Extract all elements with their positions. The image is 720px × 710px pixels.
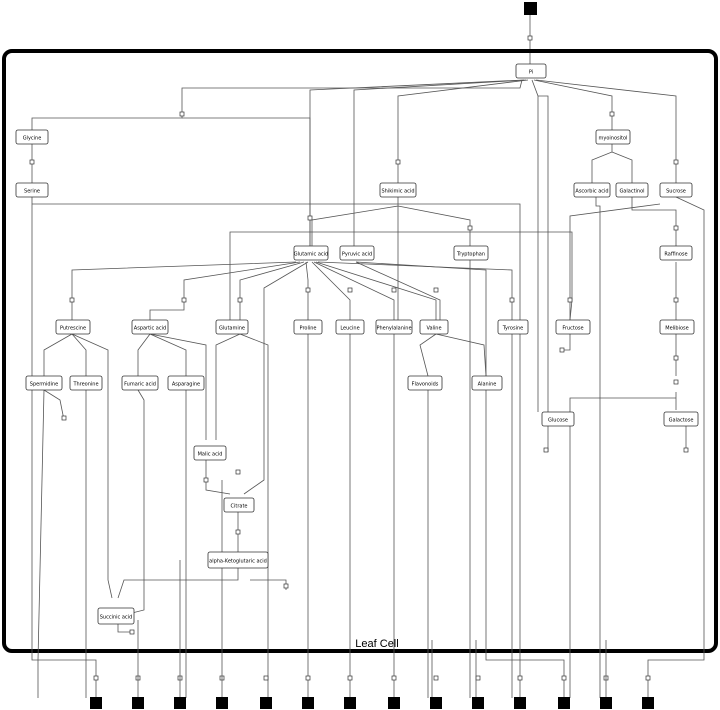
- svg-text:Flavonoids: Flavonoids: [412, 382, 439, 388]
- svg-text:Glutamic acid: Glutamic acid: [294, 252, 328, 258]
- node-pi[interactable]: Pi: [515, 63, 547, 79]
- node-malic-acid[interactable]: Malic acid: [193, 445, 227, 461]
- node-alpha-ketoglutaric-acid[interactable]: alpha-Ketoglutaric acid: [207, 551, 269, 569]
- node-tyrosine[interactable]: Tyrosine: [497, 319, 529, 335]
- svg-text:Pyruvic acid: Pyruvic acid: [342, 252, 372, 258]
- node-spermidine[interactable]: Spermidine: [25, 375, 63, 391]
- svg-text:Valine: Valine: [426, 326, 441, 332]
- node-proline[interactable]: Proline: [293, 319, 323, 335]
- node-raffinose[interactable]: Raffinose: [659, 245, 693, 261]
- svg-text:Fructose: Fructose: [562, 326, 583, 332]
- svg-text:Pi: Pi: [529, 70, 533, 76]
- node-myoinositol[interactable]: myoinositol: [595, 129, 631, 145]
- node-citrate[interactable]: Citrate: [223, 497, 255, 513]
- node-asparagine[interactable]: Asparagine: [167, 375, 205, 391]
- reaction-marker: [527, 35, 533, 41]
- svg-text:Glutamine: Glutamine: [219, 326, 245, 332]
- node-valine[interactable]: Valine: [419, 319, 449, 335]
- input-port: [524, 2, 537, 15]
- node-galactose[interactable]: Galactose: [663, 411, 699, 427]
- compartment-label: Leaf Cell: [355, 638, 398, 650]
- node-glutamic-acid[interactable]: Glutamic acid: [293, 245, 329, 261]
- svg-text:Proline: Proline: [300, 326, 317, 332]
- svg-text:Spermidine: Spermidine: [30, 382, 58, 388]
- export-edges: [137, 480, 607, 698]
- svg-text:Alanine: Alanine: [478, 382, 497, 388]
- node-threonine[interactable]: Threonine: [69, 375, 103, 391]
- node-serine[interactable]: Serine: [15, 182, 49, 198]
- svg-text:Raffinose: Raffinose: [664, 252, 687, 258]
- node-pyruvic-acid[interactable]: Pyruvic acid: [339, 245, 375, 261]
- node-succinic-acid[interactable]: Succinic acid: [97, 607, 135, 625]
- node-phenylalanine[interactable]: Phenylalanine: [375, 319, 413, 335]
- node-leucine[interactable]: Leucine: [335, 319, 365, 335]
- svg-text:Tryptophan: Tryptophan: [456, 252, 485, 258]
- node-alanine[interactable]: Alanine: [471, 375, 503, 391]
- node-fumaric-acid[interactable]: Fumaric acid: [121, 375, 159, 391]
- svg-text:Glucose: Glucose: [548, 418, 568, 424]
- node-glycine[interactable]: Glycine: [15, 129, 49, 145]
- leaf-cell-compartment: [2, 49, 718, 653]
- svg-text:Asparagine: Asparagine: [172, 382, 200, 388]
- svg-text:myoinositol: myoinositol: [599, 136, 628, 142]
- node-fructose[interactable]: Fructose: [555, 319, 591, 335]
- node-ascorbic-acid[interactable]: Ascorbic acid: [573, 182, 611, 198]
- node-tryptophan[interactable]: Tryptophan: [453, 245, 489, 261]
- svg-text:alpha-Ketoglutaric acid: alpha-Ketoglutaric acid: [209, 559, 267, 565]
- svg-text:Leucine: Leucine: [340, 326, 359, 332]
- svg-text:Serine: Serine: [24, 189, 40, 195]
- svg-text:Galactinol: Galactinol: [619, 189, 644, 195]
- svg-text:Aspartic acid: Aspartic acid: [134, 326, 166, 332]
- svg-text:Galactose: Galactose: [669, 418, 694, 424]
- svg-text:Melibiose: Melibiose: [665, 326, 688, 332]
- node-melibiose[interactable]: Melibiose: [659, 319, 695, 335]
- svg-text:Malic acid: Malic acid: [198, 452, 223, 458]
- svg-text:Putrescine: Putrescine: [60, 326, 86, 332]
- output-ports: [90, 697, 654, 709]
- svg-text:Phenylalanine: Phenylalanine: [376, 326, 411, 332]
- svg-text:Succinic acid: Succinic acid: [100, 615, 133, 621]
- svg-text:Sucrose: Sucrose: [666, 189, 686, 195]
- node-glucose[interactable]: Glucose: [541, 411, 575, 427]
- node-flavonoids[interactable]: Flavonoids: [407, 375, 443, 391]
- node-sucrose[interactable]: Sucrose: [659, 182, 693, 198]
- svg-text:Ascorbic acid: Ascorbic acid: [575, 189, 608, 195]
- node-galactinol[interactable]: Galactinol: [615, 182, 649, 198]
- node-putrescine[interactable]: Putrescine: [55, 319, 91, 335]
- svg-text:Fumaric acid: Fumaric acid: [124, 382, 156, 388]
- svg-text:Tyrosine: Tyrosine: [502, 326, 523, 332]
- svg-text:Glycine: Glycine: [23, 136, 42, 142]
- node-glutamine[interactable]: Glutamine: [215, 319, 249, 335]
- svg-text:Citrate: Citrate: [231, 504, 248, 510]
- svg-text:Shikimic acid: Shikimic acid: [382, 189, 415, 195]
- node-shikimic-acid[interactable]: Shikimic acid: [379, 182, 417, 198]
- svg-text:Threonine: Threonine: [72, 382, 98, 388]
- node-aspartic-acid[interactable]: Aspartic acid: [131, 319, 169, 335]
